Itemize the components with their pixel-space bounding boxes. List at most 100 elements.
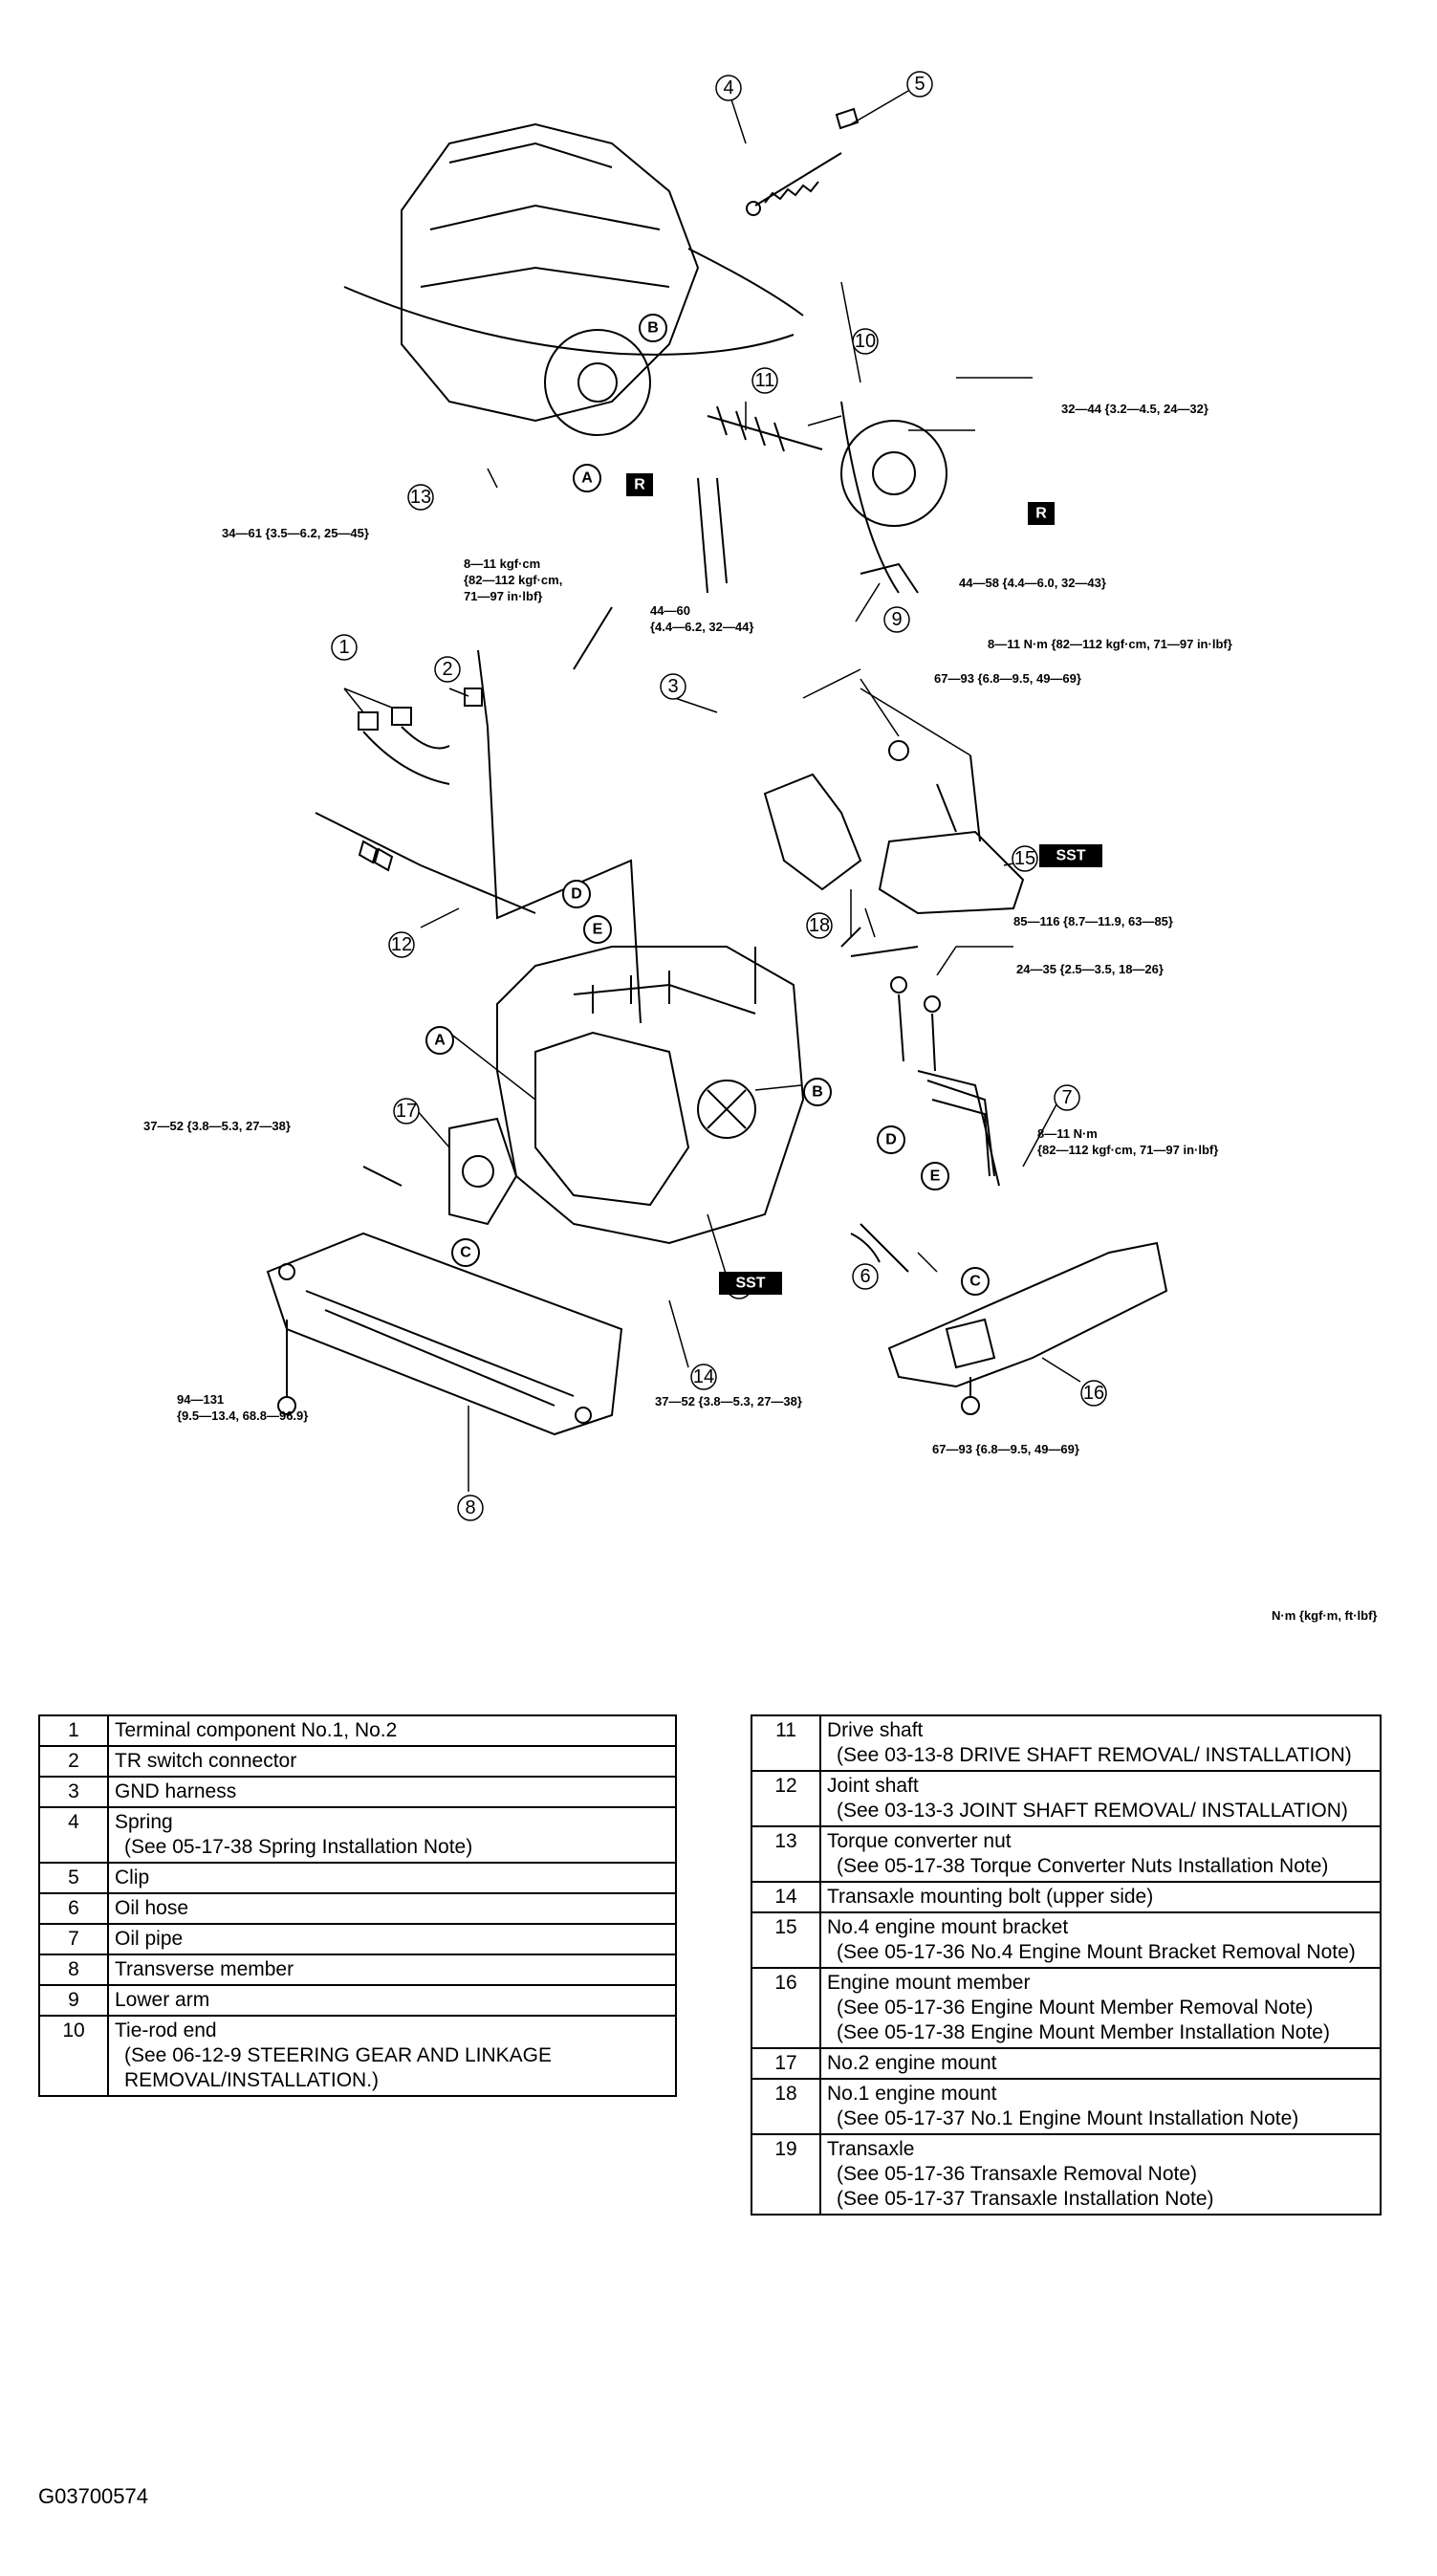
callout-7: 7	[1061, 1087, 1072, 1108]
engine-mount-member-part	[887, 1241, 1168, 1415]
spring-part	[746, 107, 860, 216]
part-reference-note: (See 05-17-36 Transaxle Removal Note)	[837, 2163, 1198, 2185]
part-name: No.1 engine mount	[827, 2083, 997, 2105]
part-description: Oil hose	[107, 1892, 677, 1925]
letter-b-right: B	[812, 1084, 823, 1101]
part-description: Engine mount member(See 05-17-36 Engine …	[819, 1967, 1382, 2049]
torque-spec: 24—35 {2.5—3.5, 18—26}	[1016, 962, 1164, 976]
part-reference-note: (See 05-17-38 Torque Converter Nuts Inst…	[837, 1855, 1329, 1877]
black-label-boxes	[626, 473, 1102, 1295]
transverse-member-part	[266, 1232, 623, 1436]
exploded-view-diagram: 4 5 10 11 13 9 1 2 3 12 15 18 7 17 6 19 …	[143, 71, 1232, 1521]
part-name: Tie-rod end	[115, 2019, 217, 2041]
letter-markers	[425, 314, 990, 1296]
callout-14: 14	[693, 1366, 714, 1387]
part-name: No.4 engine mount bracket	[827, 1916, 1069, 1938]
part-description: Oil pipe	[107, 1923, 677, 1955]
part-name: Lower arm	[115, 1989, 210, 2011]
callout-5: 5	[914, 74, 925, 95]
part-description: No.2 engine mount	[819, 2047, 1382, 2080]
figure-id: G03700574	[38, 2484, 148, 2508]
part-reference-note: (See 05-17-38 Engine Mount Member Instal…	[837, 2021, 1330, 2043]
oil-pipe-part	[850, 976, 1000, 1273]
part-number: 18	[751, 2078, 821, 2135]
torque-units-note: N·m {kgf·m, ft·lbf}	[1272, 1608, 1378, 1623]
part-name: Transverse member	[115, 1958, 294, 1980]
torque-spec: 67—93 {6.8—9.5, 49—69}	[934, 671, 1081, 686]
drive-shaft-part	[697, 401, 947, 594]
part-name: Joint shaft	[827, 1775, 919, 1797]
part-reference-note: (See 05-17-36 No.4 Engine Mount Bracket …	[837, 1941, 1356, 1963]
table-row: 7 Oil pipe	[38, 1923, 677, 1955]
callout-number-labels: 4 5 10 11 13 9 1 2 3 12 15 18 7 17 6 19 …	[338, 74, 1104, 1518]
letter-d-left: D	[571, 886, 582, 903]
callout-10: 10	[855, 331, 876, 352]
part-description: Drive shaft (See 03-13-8 DRIVE SHAFT REMO…	[819, 1714, 1382, 1772]
part-number: 13	[751, 1825, 821, 1883]
part-name: TR switch connector	[115, 1750, 297, 1772]
part-description: Transaxle(See 05-17-36 Transaxle Removal…	[819, 2133, 1382, 2216]
torque-spec: {9.5—13.4, 68.8—96.9}	[177, 1408, 308, 1423]
callout-9: 9	[891, 609, 902, 630]
part-reference-note: (See 05-17-37 No.1 Engine Mount Installa…	[837, 2107, 1299, 2129]
part-reference-note: (See 03-13-8 DRIVE SHAFT REMOVAL/ INSTAL…	[837, 1744, 1352, 1766]
part-number: 7	[38, 1923, 109, 1955]
part-number: 4	[38, 1806, 109, 1864]
part-number: 10	[38, 2015, 109, 2097]
callout-15: 15	[1014, 848, 1035, 869]
part-number: 15	[751, 1911, 821, 1969]
part-name: Drive shaft	[827, 1719, 924, 1741]
table-row: 15 No.4 engine mount bracket (See 05-17-36…	[751, 1911, 1382, 1969]
r-label-right: R	[1035, 506, 1047, 522]
letter-a-left: A	[434, 1033, 446, 1049]
part-number: 8	[38, 1954, 109, 1986]
letter-e-right: E	[930, 1168, 941, 1185]
part-number: 16	[751, 1967, 821, 2049]
part-description: Tie-rod end (See 06-12-9 STEERING GEAR AN…	[107, 2015, 677, 2097]
torque-spec: 94—131	[177, 1392, 224, 1407]
part-number: 3	[38, 1776, 109, 1808]
part-description: Transverse member	[107, 1954, 677, 1986]
torque-spec: {82—112 kgf·cm,	[464, 573, 562, 587]
part-number: 1	[38, 1714, 109, 1747]
sst-label-lower: SST	[735, 1276, 765, 1292]
part-description: No.1 engine mount(See 05-17-37 No.1 Engi…	[819, 2078, 1382, 2135]
callout-8: 8	[465, 1497, 475, 1518]
torque-spec: 85—116 {8.7—11.9, 63—85}	[1013, 914, 1173, 928]
callout-6: 6	[860, 1266, 870, 1287]
part-description: Joint shaft(See 03-13-3 JOINT SHAFT REMO…	[819, 1770, 1382, 1827]
torque-spec: {4.4—6.2, 32—44}	[650, 620, 753, 634]
table-row: 8 Transverse member	[38, 1954, 677, 1986]
part-number: 14	[751, 1881, 821, 1913]
torque-spec: 37—52 {3.8—5.3, 27—38}	[655, 1394, 802, 1408]
part-number: 5	[38, 1862, 109, 1894]
callout-4: 4	[723, 77, 733, 98]
part-number: 11	[751, 1714, 821, 1772]
letter-c-right: C	[969, 1274, 981, 1290]
part-name: Terminal component No.1, No.2	[115, 1719, 398, 1741]
callout-1: 1	[338, 637, 349, 658]
engine-mount-brackets	[763, 740, 1025, 957]
part-number: 2	[38, 1745, 109, 1778]
part-description: Terminal component No.1, No.2	[107, 1714, 677, 1747]
part-description: GND harness	[107, 1776, 677, 1808]
part-name: No.2 engine mount	[827, 2052, 997, 2074]
callout-12: 12	[391, 934, 412, 955]
callout-numbers	[331, 71, 1107, 1521]
part-number: 17	[751, 2047, 821, 2080]
callout-2: 2	[442, 659, 452, 680]
letter-c-left: C	[460, 1245, 471, 1261]
torque-labels: 32—44 {3.2—4.5, 24—32} 34—61 {3.5—6.2, 2…	[143, 402, 1232, 1456]
part-name: Oil pipe	[115, 1928, 184, 1950]
torque-spec: 32—44 {3.2—4.5, 24—32}	[1061, 402, 1208, 416]
part-reference-note: (See 05-17-36 Engine Mount Member Remova…	[837, 1997, 1314, 2019]
harness-part	[315, 606, 642, 1024]
no2-engine-mount-part	[362, 1117, 518, 1226]
callout-17: 17	[396, 1101, 417, 1122]
part-name: Transaxle mounting bolt (upper side)	[827, 1886, 1154, 1908]
part-reference-note: (See 06-12-9 STEERING GEAR AND LINKAGE R…	[124, 2044, 552, 2091]
part-name: Torque converter nut	[827, 1830, 1012, 1852]
